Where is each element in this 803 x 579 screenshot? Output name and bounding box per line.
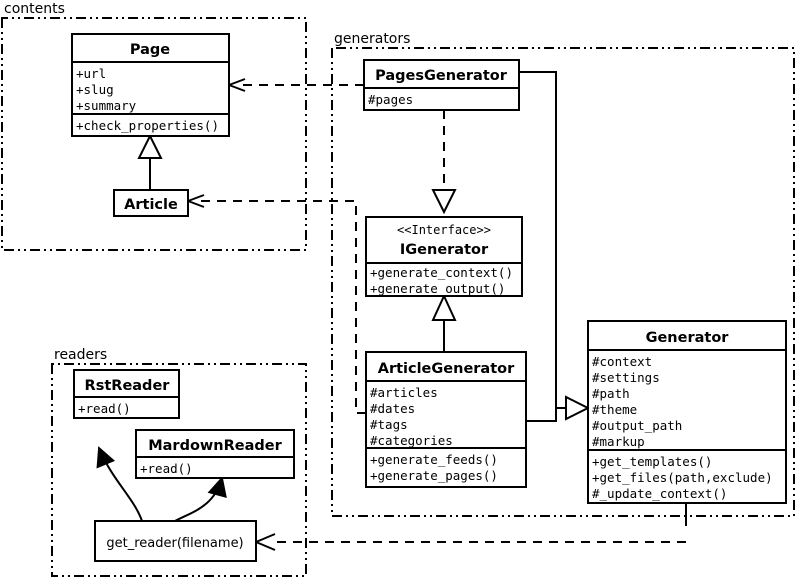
attribute-articlegenerator-categories: #categories [370,433,453,448]
attribute-generator-settings: #settings [592,370,660,385]
attribute-articlegenerator-tags: #tags [370,417,408,432]
attribute-page-url: +url [76,66,106,81]
method-articlegenerator-generate-feeds: +generate_feeds() [370,452,498,467]
class-name-igenerator: IGenerator [400,242,489,258]
method-igenerator-generate-context: +generate_context() [370,265,513,280]
class-box-mardownreader[interactable]: MardownReader +read() [135,429,295,479]
class-box-page[interactable]: Page +url +slug +summary +check_properti… [71,33,230,137]
class-box-rstreader[interactable]: RstReader +read() [73,369,180,419]
class-name-articlegenerator: ArticleGenerator [378,361,515,377]
method-generator-get-templates: +get_templates() [592,454,712,469]
method-mardownreader-read: +read() [140,461,193,476]
method-generator-update-context: #_update_context() [592,486,727,501]
relation-pagesgenerator-to-igenerator [431,110,457,215]
attribute-generator-output-path: #output_path [592,418,682,433]
class-box-pagesgenerator[interactable]: PagesGenerator #pages [363,59,520,111]
class-box-igenerator[interactable]: <<Interface>> IGenerator +generate_conte… [365,216,523,297]
class-box-articlegenerator[interactable]: ArticleGenerator #articles #dates #tags … [365,351,527,488]
relation-pagesgenerator-to-page [228,78,364,92]
method-page-check-properties: +check_properties() [76,118,219,133]
package-generators: generators [331,31,795,517]
function-label-get-reader: get_reader(filename) [106,536,243,551]
class-name-mardownreader: MardownReader [148,438,282,454]
relation-getreader-to-mardownreader [174,476,227,522]
relation-generator-to-getreader [255,503,687,551]
relation-articlegenerator-to-generator [526,395,591,422]
class-name-page: Page [130,42,170,58]
relation-article-to-page [137,133,163,190]
package-generators-label: generators [334,31,410,47]
package-readers: readers [51,347,307,577]
package-contents-border [1,17,307,251]
class-name-rstreader: RstReader [85,378,171,394]
attribute-generator-theme: #theme [592,402,637,417]
class-name-article: Article [124,197,178,213]
class-name-generator: Generator [646,330,730,346]
attribute-generator-path: #path [592,386,630,401]
package-contents: contents [1,1,307,251]
method-rstreader-read: +read() [78,401,131,416]
method-articlegenerator-generate-pages: +generate_pages() [370,468,498,483]
package-readers-border [51,363,307,577]
relation-getreader-to-rstreader [96,446,143,522]
class-box-article[interactable]: Article [113,189,189,217]
package-contents-label: contents [4,1,65,17]
method-generator-get-files: +get_files(path,exclude) [592,470,773,485]
method-igenerator-generate-output: +generate_output() [370,281,505,296]
package-generators-border [331,47,795,517]
attribute-pagesgenerator-pages: #pages [368,92,413,107]
attribute-generator-markup: #markup [592,434,645,449]
attribute-generator-context: #context [592,354,652,369]
attribute-articlegenerator-dates: #dates [370,401,415,416]
relation-articlegenerator-to-igenerator [431,293,457,352]
attribute-page-slug: +slug [76,82,114,97]
attribute-articlegenerator-articles: #articles [370,385,438,400]
attribute-page-summary: +summary [76,98,137,113]
class-name-pagesgenerator: PagesGenerator [375,68,508,84]
function-box-get-reader[interactable]: get_reader(filename) [94,520,257,562]
relation-articlegenerator-to-article [187,194,366,414]
class-box-generator[interactable]: Generator #context #settings #path #them… [587,320,787,504]
package-readers-label: readers [54,347,107,363]
class-stereotype-igenerator: <<Interface>> [397,223,491,237]
